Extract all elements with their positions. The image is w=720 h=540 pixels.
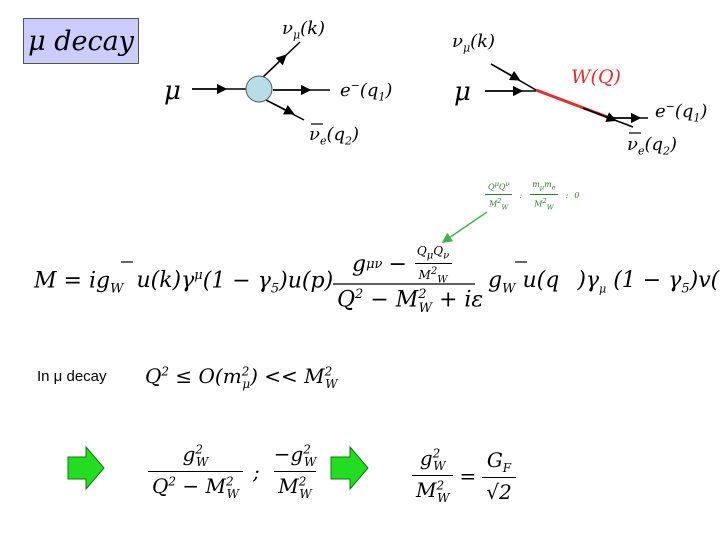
condition-label: In μ decay — [37, 368, 107, 385]
final-fraction-rhs: GF √2 — [482, 448, 516, 504]
right-nue-arrow — [582, 107, 617, 123]
left-vertex-blob — [245, 75, 273, 103]
approx-note-lhs: QμQν M2W — [484, 180, 514, 211]
left-nue-arrow — [265, 99, 295, 115]
amplitude-right-current: gW u(q)γμ (1 − γ5)v(p) — [488, 268, 720, 297]
amplitude-lhs: M = igW u(k)γμ(1 − γ5)u(p) — [34, 268, 334, 297]
final-fraction-lhs: g2W M2W — [412, 446, 454, 505]
w-boson-label: W(Q) — [571, 66, 621, 88]
green-arrow-1 — [67, 445, 105, 491]
propagator-inner-fraction: QμQν M2W — [413, 244, 453, 286]
right-numu-label: νμ(k) — [452, 31, 496, 55]
left-numu-arrow — [261, 54, 287, 79]
right-electron-label: e−(q1) — [655, 100, 708, 125]
result-fraction-2: −g2W M2W — [273, 442, 317, 501]
right-numu-arrow — [490, 63, 521, 81]
condition-expression: Q2 ≤ O(m2μ) << M2W — [145, 364, 338, 391]
page-title: μ decay — [28, 25, 134, 57]
right-nue-label: νe(q2) — [627, 134, 678, 158]
approx-note-rhs: mμme M2W — [530, 180, 558, 211]
left-nue-label: νe(q2) — [309, 124, 360, 148]
right-muon-label: μ — [454, 77, 471, 107]
right-diagram — [485, 63, 648, 128]
left-numu-label: νμ(k) — [282, 18, 326, 42]
propagator-denominator: Q2 − M2W + iε — [337, 287, 484, 316]
title-box: μ decay — [23, 18, 139, 64]
pointer-arrow — [441, 211, 488, 243]
result-fractions: g2W Q2 − M2W ; −g2W M2W — [148, 442, 320, 501]
result-fraction-1: g2W Q2 − M2W — [148, 442, 243, 501]
fermi-constant-relation: g2W M2W = GF √2 — [412, 446, 516, 505]
approx-note: QμQν M2W : mμme M2W : 0 — [484, 180, 579, 211]
left-electron-label: e−(q1) — [340, 79, 393, 104]
left-diagram — [192, 41, 330, 121]
left-muon-label: μ — [164, 76, 181, 106]
green-arrow-2 — [330, 445, 369, 491]
